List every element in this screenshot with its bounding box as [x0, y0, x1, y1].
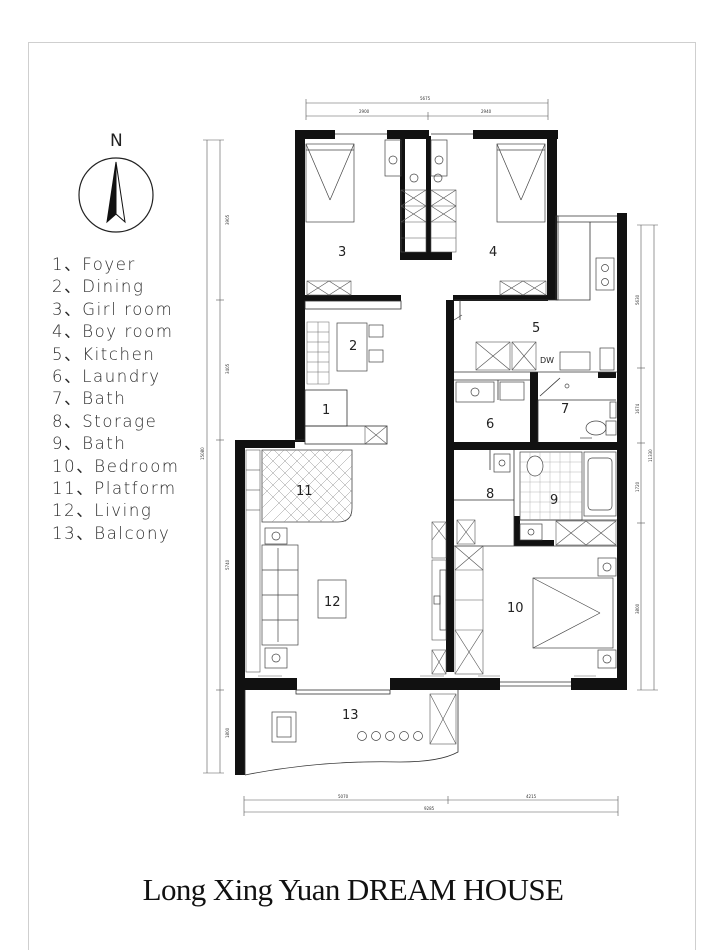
- legend-item: 3、Girl room: [52, 299, 174, 319]
- dim-right-3: 1720: [635, 481, 640, 492]
- dim-right-total: 11330: [648, 449, 653, 462]
- desks: [336, 139, 448, 372]
- balcony-fixtures: [271, 711, 423, 743]
- legend-item: 11、Platform: [52, 478, 177, 498]
- legend-item: 7、Bath: [52, 389, 127, 409]
- compass-north-label: N: [110, 131, 123, 151]
- legend-item: 4、Boy room: [52, 322, 174, 342]
- living-furniture: [261, 527, 447, 669]
- beds: [305, 143, 617, 669]
- dimension-labels: 5675 2900 2940 3905 3405 5740 1800 15080…: [200, 96, 653, 811]
- legend-item: 1、Foyer: [52, 255, 136, 274]
- dim-right-1: 5630: [635, 294, 640, 305]
- dim-bottom-right: 4215: [526, 794, 537, 799]
- bath-9-fixtures: [493, 451, 617, 541]
- legend-item: 6、Laundry: [52, 366, 161, 386]
- legend-item: 5、Kitchen: [52, 344, 156, 364]
- room-label-2: 2: [349, 339, 357, 354]
- dim-left-total: 15080: [200, 447, 205, 460]
- dim-bottom-left: 5070: [338, 794, 349, 799]
- legend-item: 8、Storage: [52, 411, 158, 431]
- room-label-3: 3: [338, 245, 346, 260]
- legend-item: 12、Living: [52, 501, 153, 521]
- dishwasher-label: DW: [540, 356, 554, 365]
- legend-item: 9、Bath: [52, 434, 127, 454]
- dim-left-3: 5740: [225, 559, 230, 570]
- dim-left-2: 3405: [225, 363, 230, 374]
- page-title: Long Xing Yuan DREAM HOUSE: [142, 872, 564, 907]
- dim-bottom-total: 9285: [424, 806, 435, 811]
- room-label-6: 6: [486, 417, 494, 432]
- room-label-4: 4: [489, 245, 497, 260]
- room-label-1: 1: [322, 403, 330, 418]
- kitchen-fixtures: [453, 257, 615, 403]
- room-label-5: 5: [532, 321, 540, 336]
- room-label-13: 13: [342, 708, 359, 723]
- dim-left-4: 1800: [225, 727, 230, 738]
- dim-right-4: 3800: [635, 603, 640, 614]
- platform-11: [261, 449, 353, 523]
- room-label-11: 11: [296, 484, 313, 499]
- room-label-8: 8: [486, 487, 494, 502]
- compass-icon: [78, 157, 154, 233]
- dim-right-2: 1674: [635, 403, 640, 414]
- dim-left-1: 3905: [225, 214, 230, 225]
- legend-item: 2、Dining: [52, 277, 145, 297]
- dim-top-left: 2900: [359, 109, 370, 114]
- dim-top-total: 5675: [420, 96, 431, 101]
- drawing-sheet-border: [28, 42, 696, 950]
- walls: [235, 130, 627, 775]
- room-legend: 1、Foyer 2、Dining 3、Girl room 4、Boy room …: [52, 254, 180, 545]
- bath-7-fixtures: [564, 383, 617, 439]
- dimension-lines: [203, 99, 658, 816]
- legend-item: 13、Balcony: [52, 523, 171, 543]
- room-label-7: 7: [561, 402, 569, 417]
- legend-item: 10、Bedroom: [52, 456, 180, 476]
- dim-top-right: 2940: [481, 109, 492, 114]
- room-label-10: 10: [507, 601, 524, 616]
- room-label-9: 9: [550, 493, 558, 508]
- dining-panel: [306, 321, 330, 385]
- wardrobes: [245, 189, 617, 745]
- room-labels: 1 2 3 4 5 6 7 8 9 10 11 12 13 DW: [296, 245, 569, 723]
- room-label-12: 12: [324, 595, 341, 610]
